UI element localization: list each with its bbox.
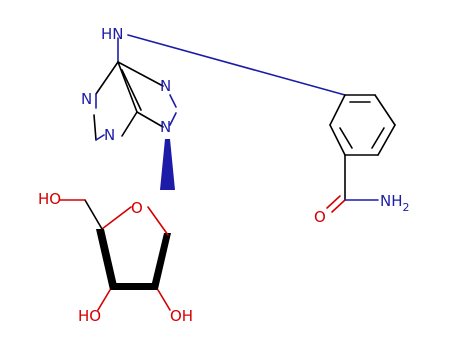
bond-line-14 xyxy=(147,206,169,236)
bond-line-30 xyxy=(326,195,341,209)
bond-line-17 xyxy=(97,289,111,311)
bond-line-4 xyxy=(93,114,97,141)
bond-line-5 xyxy=(95,134,105,141)
bond-line-8 xyxy=(121,69,142,111)
bond-line-20 xyxy=(374,94,396,126)
bond-line-18 xyxy=(157,289,171,311)
bond-line-11 xyxy=(169,94,177,108)
n-purine-3-label: N xyxy=(104,126,115,144)
bond-line-7 xyxy=(117,61,138,113)
n-purine-1-label: N xyxy=(81,90,92,108)
bond-line-1 xyxy=(127,34,346,96)
n-purine-9-label: N xyxy=(160,118,171,136)
bond-line-23 xyxy=(329,124,346,156)
bond-line-27 xyxy=(339,127,353,149)
nh2-amide-subscript: 2 xyxy=(403,201,410,214)
bond-lines xyxy=(59,34,396,311)
o-amide-label: O xyxy=(314,208,326,226)
nh2-amide-label: NH2 xyxy=(380,192,410,214)
nh-link-label: HN xyxy=(101,25,124,43)
bond-line-2 xyxy=(95,61,119,95)
bond-line-26 xyxy=(371,127,385,149)
bold-bond-c2prime-c3prime xyxy=(112,283,158,290)
oh-2prime-label: OH xyxy=(170,307,193,325)
bond-line-9 xyxy=(117,61,164,87)
ho-5prime-label: HO xyxy=(38,190,61,208)
bond-line-29 xyxy=(331,199,346,213)
bond-line-24 xyxy=(329,94,346,126)
bond-line-12 xyxy=(169,112,177,126)
bold-bond-c1prime-c2prime xyxy=(151,233,171,289)
o-ring-label: O xyxy=(131,199,143,217)
wedge-bond-n9-c1prime xyxy=(160,139,175,190)
ho-3prime-label: HO xyxy=(78,307,101,325)
bond-line-21 xyxy=(377,124,396,156)
nh2-amide-main-text: NH xyxy=(380,192,403,210)
bond-line-15 xyxy=(84,199,103,230)
bond-line-6 xyxy=(121,111,138,137)
n-purine-7-label: N xyxy=(160,77,171,95)
bold-bond-c3prime-c4prime xyxy=(96,229,118,290)
bond-line-10 xyxy=(136,111,164,128)
bond-line-13 xyxy=(101,206,132,230)
